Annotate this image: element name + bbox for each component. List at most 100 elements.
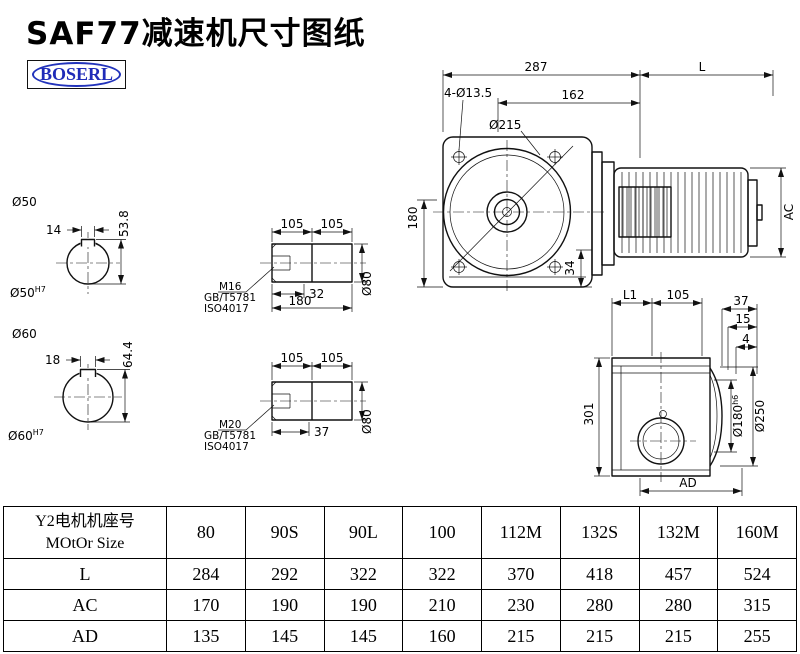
shaft-bore-section-50: 14 53.8 Ø50 Ø50H7 (10, 195, 131, 300)
dim-shaft-length: 180 (289, 294, 312, 308)
page-title: SAF77减速机尺寸图纸 (26, 16, 366, 52)
dim-key-height: 64.4 (121, 341, 135, 368)
technical-drawing: 14 53.8 Ø50 Ø50H7 18 64.4 Ø60 Ø60H7 (8, 60, 796, 496)
table-cell: 284 (166, 558, 246, 590)
dim-301: 301 (582, 403, 596, 426)
table-col-header: 100 (402, 506, 482, 559)
dim-shaft-dia: Ø80 (360, 271, 374, 296)
table-col-header: 90L (323, 506, 404, 559)
dim-bore-fit: Ø60H7 (8, 428, 44, 443)
dim-105-a: 105 (281, 217, 304, 231)
dim-ad: AD (679, 476, 696, 490)
table-cell: 135 (166, 620, 246, 652)
dim-bore-fit: Ø50H7 (10, 285, 46, 300)
table-cell: 215 (638, 620, 719, 652)
table-row-AD: AD 135 145 145 160 215 215 215 255 (3, 620, 797, 652)
shaft-detail-m20: 105 105 M20 GB/T5781 ISO4017 37 Ø80 (204, 351, 374, 453)
table-row-label: AD (3, 620, 167, 652)
dim-34: 34 (563, 260, 577, 275)
dim-motor-length: L (699, 60, 706, 74)
table-cell: 292 (244, 558, 325, 590)
dim-bolt-holes: 4-Ø13.5 (444, 86, 492, 100)
table-col-header: 132S (559, 506, 640, 559)
fit-tolerance: H7 (35, 285, 46, 294)
dim-top-105: 105 (667, 288, 690, 302)
standard-gb: GB/T5781 (204, 430, 256, 442)
dim-37: 37 (733, 294, 748, 308)
front-view: 287 L 162 4-Ø13.5 Ø215 180 34 AC (406, 60, 796, 292)
fit-dia: Ø50 (10, 286, 35, 300)
side-view: L1 105 37 15 4 301 Ø180h6 Ø250 AD (582, 288, 767, 496)
motor-stator (618, 186, 672, 238)
table-cell: 145 (244, 620, 325, 652)
dim-key-height: 53.8 (117, 210, 131, 237)
motor-end-cap (747, 179, 758, 247)
dim-105-b: 105 (321, 217, 344, 231)
thread-label: M16 (219, 281, 242, 293)
dim-4: 4 (742, 332, 750, 346)
table-cell: 145 (323, 620, 404, 652)
table-row-label: L (3, 558, 167, 590)
table-cell: 215 (559, 620, 640, 652)
table-cell: 215 (481, 620, 561, 652)
table-header-row: Y2电机机座号 MOtOr Size 80 90S 90L 100 112M 1… (3, 506, 797, 559)
table-cell: 160 (402, 620, 482, 652)
motor-dimension-table: Y2电机机座号 MOtOr Size 80 90S 90L 100 112M 1… (3, 506, 797, 652)
dim-flange-dia: Ø215 (489, 118, 521, 132)
table-cell: 170 (166, 589, 246, 621)
dim-flange-width: 162 (562, 88, 585, 102)
dim-key-width: 18 (45, 353, 60, 367)
dim-motor-height-ac: AC (782, 204, 796, 220)
table-header-cn: Y2电机机座号 (35, 512, 135, 530)
brand-logo: BOSERL (27, 60, 127, 89)
dim-key-width: 14 (46, 223, 61, 237)
table-cell: 190 (244, 589, 325, 621)
dim-thread-length: 32 (309, 287, 324, 301)
dim-15: 15 (735, 312, 750, 326)
dim-shaft-dia: Ø80 (360, 409, 374, 434)
fit-tolerance: H7 (33, 428, 44, 437)
table-cell: 457 (638, 558, 719, 590)
table-cell: 255 (717, 620, 797, 652)
standard-iso: ISO4017 (204, 441, 249, 453)
table-cell: 322 (323, 558, 404, 590)
dim-height-180: 180 (406, 207, 420, 230)
adapter-flange (591, 151, 603, 276)
table-header-en: MOtOr Size (45, 534, 125, 552)
table-cell: 190 (323, 589, 404, 621)
table-header-motor-size: Y2电机机座号 MOtOr Size (3, 506, 167, 559)
table-cell: 322 (402, 558, 482, 590)
output-flange-profile (709, 367, 723, 467)
dim-spigot-dia: Ø180h6 (731, 395, 745, 438)
dim-total-width: 287 (525, 60, 548, 74)
dim-shaft-dia-label: Ø50 (12, 195, 37, 209)
dim-thread-length: 37 (314, 425, 329, 439)
table-cell: 210 (402, 589, 482, 621)
dim-105-a: 105 (281, 351, 304, 365)
table-col-header: 80 (166, 506, 246, 559)
table-cell: 230 (481, 589, 561, 621)
standard-iso: ISO4017 (204, 303, 249, 315)
shaft-bore-section-60: 18 64.4 Ø60 Ø60H7 (8, 327, 135, 443)
dim-105-b: 105 (321, 351, 344, 365)
table-row-label: AC (3, 589, 167, 621)
table-cell: 418 (559, 558, 640, 590)
table-row-AC: AC 170 190 190 210 230 280 280 315 (3, 589, 797, 621)
table-cell: 280 (638, 589, 719, 621)
table-col-header: 132M (638, 506, 719, 559)
table-col-header: 160M (717, 506, 797, 559)
bolt-holes (451, 149, 563, 275)
table-cell: 280 (559, 589, 640, 621)
flange-circle-215 (442, 147, 572, 277)
table-cell: 315 (717, 589, 797, 621)
table-col-header: 112M (481, 506, 561, 559)
spigot-dia-value: Ø180 (731, 405, 745, 437)
fit-dia: Ø60 (8, 429, 33, 443)
table-cell: 370 (481, 558, 561, 590)
table-cell: 524 (717, 558, 797, 590)
dim-shaft-dia-label: Ø60 (12, 327, 37, 341)
dim-flange-dia-250: Ø250 (753, 400, 767, 432)
table-col-header: 90S (244, 506, 325, 559)
dim-l1: L1 (623, 288, 637, 302)
